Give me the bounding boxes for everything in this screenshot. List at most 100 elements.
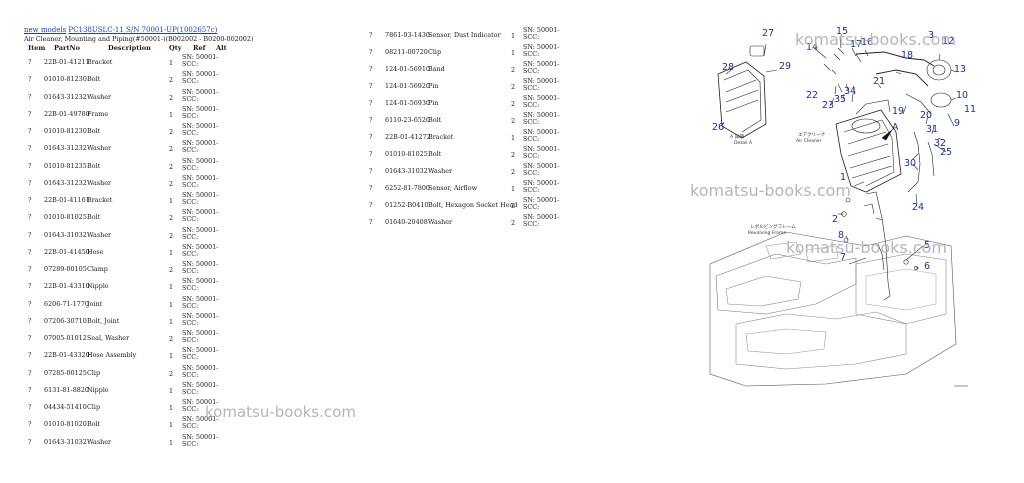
callout-20[interactable]: 20: [920, 110, 932, 121]
part-serial: SN: 50001-SCC:: [182, 70, 219, 86]
callout-31[interactable]: 31: [926, 124, 938, 135]
part-description: Bracket: [87, 58, 113, 66]
callout-24[interactable]: 24: [912, 202, 924, 213]
part-serial: SN: 50001-SCC:: [182, 329, 219, 345]
frame-label: Revolving Frame: [748, 230, 786, 236]
callout-A[interactable]: A: [892, 122, 899, 133]
col-item: Item: [28, 44, 46, 52]
callout-29[interactable]: 29: [779, 61, 791, 72]
part-number: 07206-30710: [44, 316, 87, 325]
part-item: ?: [28, 316, 32, 325]
callout-25[interactable]: 25: [940, 147, 952, 158]
part-item: ?: [28, 144, 32, 153]
part-description: Sensor, Dust Indicator: [428, 31, 501, 39]
callout-30[interactable]: 30: [904, 158, 916, 169]
air-cleaner-label: Air Cleaner: [796, 138, 822, 144]
part-serial: SN: 50001-SCC:: [523, 111, 560, 127]
breadcrumb-link-new-models[interactable]: new models: [24, 26, 67, 34]
part-description: Washer: [87, 437, 112, 446]
callout-26[interactable]: 26: [712, 122, 724, 133]
callout-34[interactable]: 34: [844, 86, 856, 97]
part-item: ?: [369, 48, 373, 56]
part-item: ?: [28, 213, 32, 222]
callout-9[interactable]: 9: [954, 118, 960, 129]
part-serial: SN: 50001-SCC:: [182, 432, 219, 448]
part-item: ?: [28, 230, 32, 239]
part-description: Bolt: [87, 213, 101, 222]
part-item: ?: [28, 437, 32, 446]
part-qty: 2: [511, 202, 516, 210]
part-item: ?: [28, 420, 32, 429]
callout-1[interactable]: 1: [840, 172, 846, 183]
part-item: ?: [28, 196, 32, 204]
callout-6[interactable]: 6: [924, 261, 930, 272]
part-description: Joint: [87, 299, 103, 308]
part-serial: SN: 50001-SCC:: [182, 346, 219, 362]
part-description: Washer: [87, 178, 112, 187]
part-qty: 1: [169, 386, 174, 395]
part-description: Washer: [428, 167, 453, 175]
callout-27[interactable]: 27: [762, 28, 774, 39]
part-number: 01010-81025: [44, 213, 87, 222]
callout-11[interactable]: 11: [964, 104, 976, 115]
part-description: Bolt, Joint: [87, 316, 120, 325]
part-number: 07289-00105: [44, 265, 87, 273]
part-description: Clamp: [87, 265, 108, 273]
callout-10[interactable]: 10: [956, 90, 968, 101]
callout-8[interactable]: 8: [838, 230, 844, 241]
callout-7[interactable]: 7: [840, 252, 846, 263]
part-item: ?: [28, 161, 32, 170]
callout-23[interactable]: 23: [822, 100, 834, 111]
callout-22[interactable]: 22: [806, 90, 818, 101]
part-description: Bolt: [87, 127, 101, 135]
callout-5[interactable]: 5: [924, 240, 930, 251]
breadcrumb-link-machine[interactable]: PC138USLC-11 S/N 70001-UP(1002657c): [68, 26, 218, 34]
part-serial: SN: 50001-SCC:: [523, 77, 560, 93]
callout-21[interactable]: 21: [873, 76, 885, 87]
callout-12[interactable]: 12: [942, 36, 954, 47]
callout-18[interactable]: 18: [901, 50, 913, 61]
part-qty: 1: [169, 352, 174, 361]
callout-14[interactable]: 14: [806, 42, 818, 53]
part-item: ?: [28, 58, 32, 66]
callout-15[interactable]: 15: [836, 26, 848, 37]
callout-13[interactable]: 13: [954, 64, 966, 75]
callout-2[interactable]: 2: [832, 214, 838, 225]
frame-label-jp: レボルビングフレーム: [750, 223, 796, 230]
callout-16[interactable]: 16: [861, 37, 873, 48]
part-serial: SN: 50001-SCC:: [523, 43, 560, 59]
part-qty: 2: [169, 231, 174, 240]
part-description: Bracket: [428, 133, 454, 141]
part-qty: 2: [169, 369, 174, 378]
callout-32[interactable]: 32: [934, 138, 946, 149]
part-qty: 2: [169, 128, 174, 136]
part-description: Washer: [87, 144, 112, 153]
part-item: ?: [28, 351, 32, 360]
part-serial: SN: 50001-SCC:: [523, 26, 560, 42]
part-number: 22B-01-41161: [44, 196, 90, 204]
col-ref: Ref: [193, 44, 206, 52]
part-item: ?: [28, 299, 32, 308]
part-number: 6131-81-8820: [44, 385, 89, 394]
callout-3[interactable]: 3: [928, 30, 934, 41]
callout-17[interactable]: 17: [850, 39, 862, 50]
callout-28[interactable]: 28: [722, 62, 734, 73]
part-item: ?: [28, 178, 32, 187]
part-item: ?: [28, 265, 32, 273]
part-description: Bracket: [87, 196, 113, 204]
part-description: Hose Assembly: [87, 351, 137, 360]
callout-19[interactable]: 19: [892, 106, 904, 117]
part-number: 01643-31032: [44, 437, 87, 446]
part-item: ?: [369, 31, 373, 39]
callout-35[interactable]: 35: [834, 94, 846, 105]
part-item: ?: [28, 92, 32, 101]
